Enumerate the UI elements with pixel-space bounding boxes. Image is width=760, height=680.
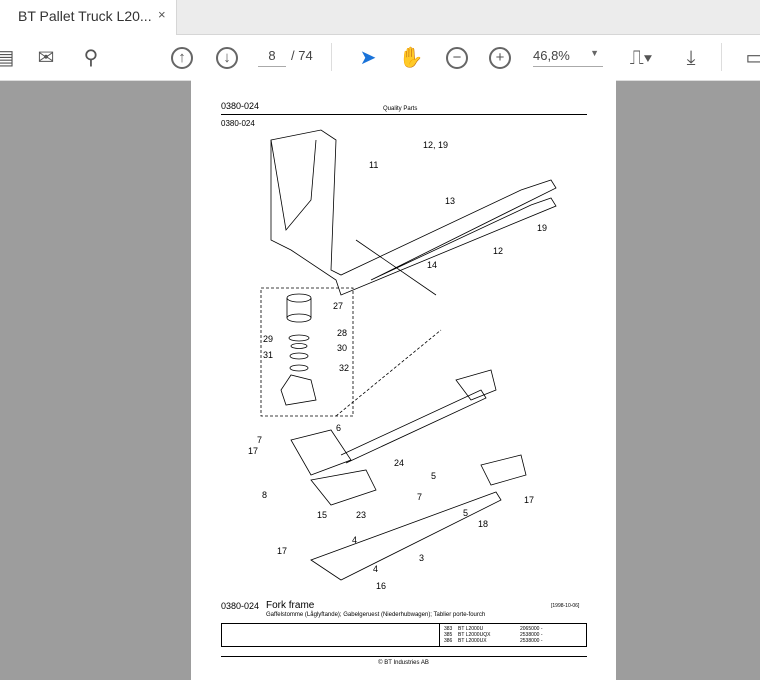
callout: 13 xyxy=(445,196,456,206)
callout: 7 xyxy=(257,435,263,445)
callout: 32 xyxy=(339,363,350,373)
divider xyxy=(721,43,722,71)
table-row: 383 BT L2000U 2065000 - xyxy=(444,626,543,632)
mail-icon[interactable]: ✉ xyxy=(37,47,55,69)
model-name: BT L2000U xyxy=(458,626,484,632)
model-code: 386 xyxy=(444,638,453,644)
model-code: 383 xyxy=(444,626,453,632)
model-serial: 2538000 - xyxy=(520,632,543,638)
callout: 30 xyxy=(337,343,348,353)
comment-icon[interactable]: ▭ xyxy=(745,47,760,69)
minus-circle-icon[interactable]: − xyxy=(446,47,468,69)
exploded-diagram xyxy=(260,129,557,581)
callout: 17 xyxy=(524,495,535,505)
caption-title: Fork frame xyxy=(266,600,315,611)
chevron-down-icon: ▼ xyxy=(590,48,599,58)
callout: 27 xyxy=(333,301,344,311)
caption-subtitle: Gaffelstomme (Låglyftande); Gabelgeruest… xyxy=(266,612,486,618)
footer-copyright: © BT Industries AB xyxy=(378,660,429,666)
search-icon[interactable]: ⚲ xyxy=(83,47,99,69)
toolbar: ▤ ✉ ⚲ ↑ ↓ 8 / 74 ➤ ✋ − + 46,8% ▼ ⎍▾ ⤓ ▭ xyxy=(0,35,760,81)
callout: 14 xyxy=(427,260,438,270)
hand-icon[interactable]: ✋ xyxy=(398,47,424,69)
caption-code: 0380-024 xyxy=(221,601,260,611)
callout: 15 xyxy=(317,510,328,520)
callout: 5 xyxy=(431,471,437,481)
footer-rule xyxy=(221,656,587,657)
fit-page-icon[interactable]: ⎍▾ xyxy=(629,47,653,69)
cursor-icon[interactable]: ➤ xyxy=(359,47,377,69)
callout: 28 xyxy=(337,328,348,338)
page-total: / 74 xyxy=(291,48,313,63)
table-row: 385 BT L2000UQX 2538000 - xyxy=(444,632,543,638)
scroll-mode-icon[interactable]: ⤓ xyxy=(686,47,696,69)
arrow-up-circle-icon[interactable]: ↑ xyxy=(171,47,193,69)
divider xyxy=(331,43,332,71)
model-table: 383 BT L2000U 2065000 - 385 BT L2000UQX 2538… xyxy=(221,623,587,647)
pdf-page: 0380-024 Quality Parts 0380-024 11 12, 1… xyxy=(191,80,616,680)
callout: 23 xyxy=(356,510,367,520)
callout: 29 xyxy=(263,334,274,344)
callout: 12 xyxy=(493,246,504,256)
model-code: 385 xyxy=(444,632,453,638)
tab-title: BT Pallet Truck L20... xyxy=(18,8,152,24)
page-number-input[interactable]: 8 xyxy=(258,48,286,67)
callout: 16 xyxy=(376,581,387,591)
caption-date: [1998-10-06] xyxy=(551,603,580,609)
callout: 17 xyxy=(248,446,259,456)
callout: 6 xyxy=(336,423,342,433)
callout: 18 xyxy=(478,519,489,529)
callout: 5 xyxy=(463,508,469,518)
header-center: Quality Parts xyxy=(383,106,418,112)
callout: 4 xyxy=(352,535,358,545)
zoom-select[interactable]: 46,8% ▼ xyxy=(533,48,603,67)
header-rule xyxy=(221,114,587,115)
model-list: 383 BT L2000U 2065000 - 385 BT L2000UQX 2538… xyxy=(444,626,543,644)
callout: 31 xyxy=(263,350,274,360)
model-serial: 2538000 - xyxy=(520,638,543,644)
zoom-value: 46,8% xyxy=(533,48,570,63)
model-serial: 2065000 - xyxy=(520,626,543,632)
callout: 3 xyxy=(419,553,425,563)
document-tab[interactable]: BT Pallet Truck L20... × xyxy=(0,0,177,35)
table-divider xyxy=(439,624,440,646)
callout: 24 xyxy=(394,458,405,468)
print-icon[interactable]: ▤ xyxy=(0,47,15,69)
plus-circle-icon[interactable]: + xyxy=(489,47,511,69)
close-icon[interactable]: × xyxy=(158,7,166,22)
sub-code: 0380-024 xyxy=(221,119,255,128)
callout: 11 xyxy=(369,160,379,170)
callout: 12, 19 xyxy=(423,140,449,150)
callout: 7 xyxy=(417,492,423,502)
callout: 17 xyxy=(277,546,288,556)
table-row: 386 BT L2000UX 2538000 - xyxy=(444,638,543,644)
model-name: BT L2000UQX xyxy=(458,632,491,638)
model-name: BT L2000UX xyxy=(458,638,487,644)
tab-bar: BT Pallet Truck L20... × xyxy=(0,0,760,35)
callout: 8 xyxy=(262,490,268,500)
header-code: 0380-024 xyxy=(221,101,260,111)
callout: 4 xyxy=(373,564,379,574)
arrow-down-circle-icon[interactable]: ↓ xyxy=(216,47,238,69)
callout: 19 xyxy=(537,223,548,233)
